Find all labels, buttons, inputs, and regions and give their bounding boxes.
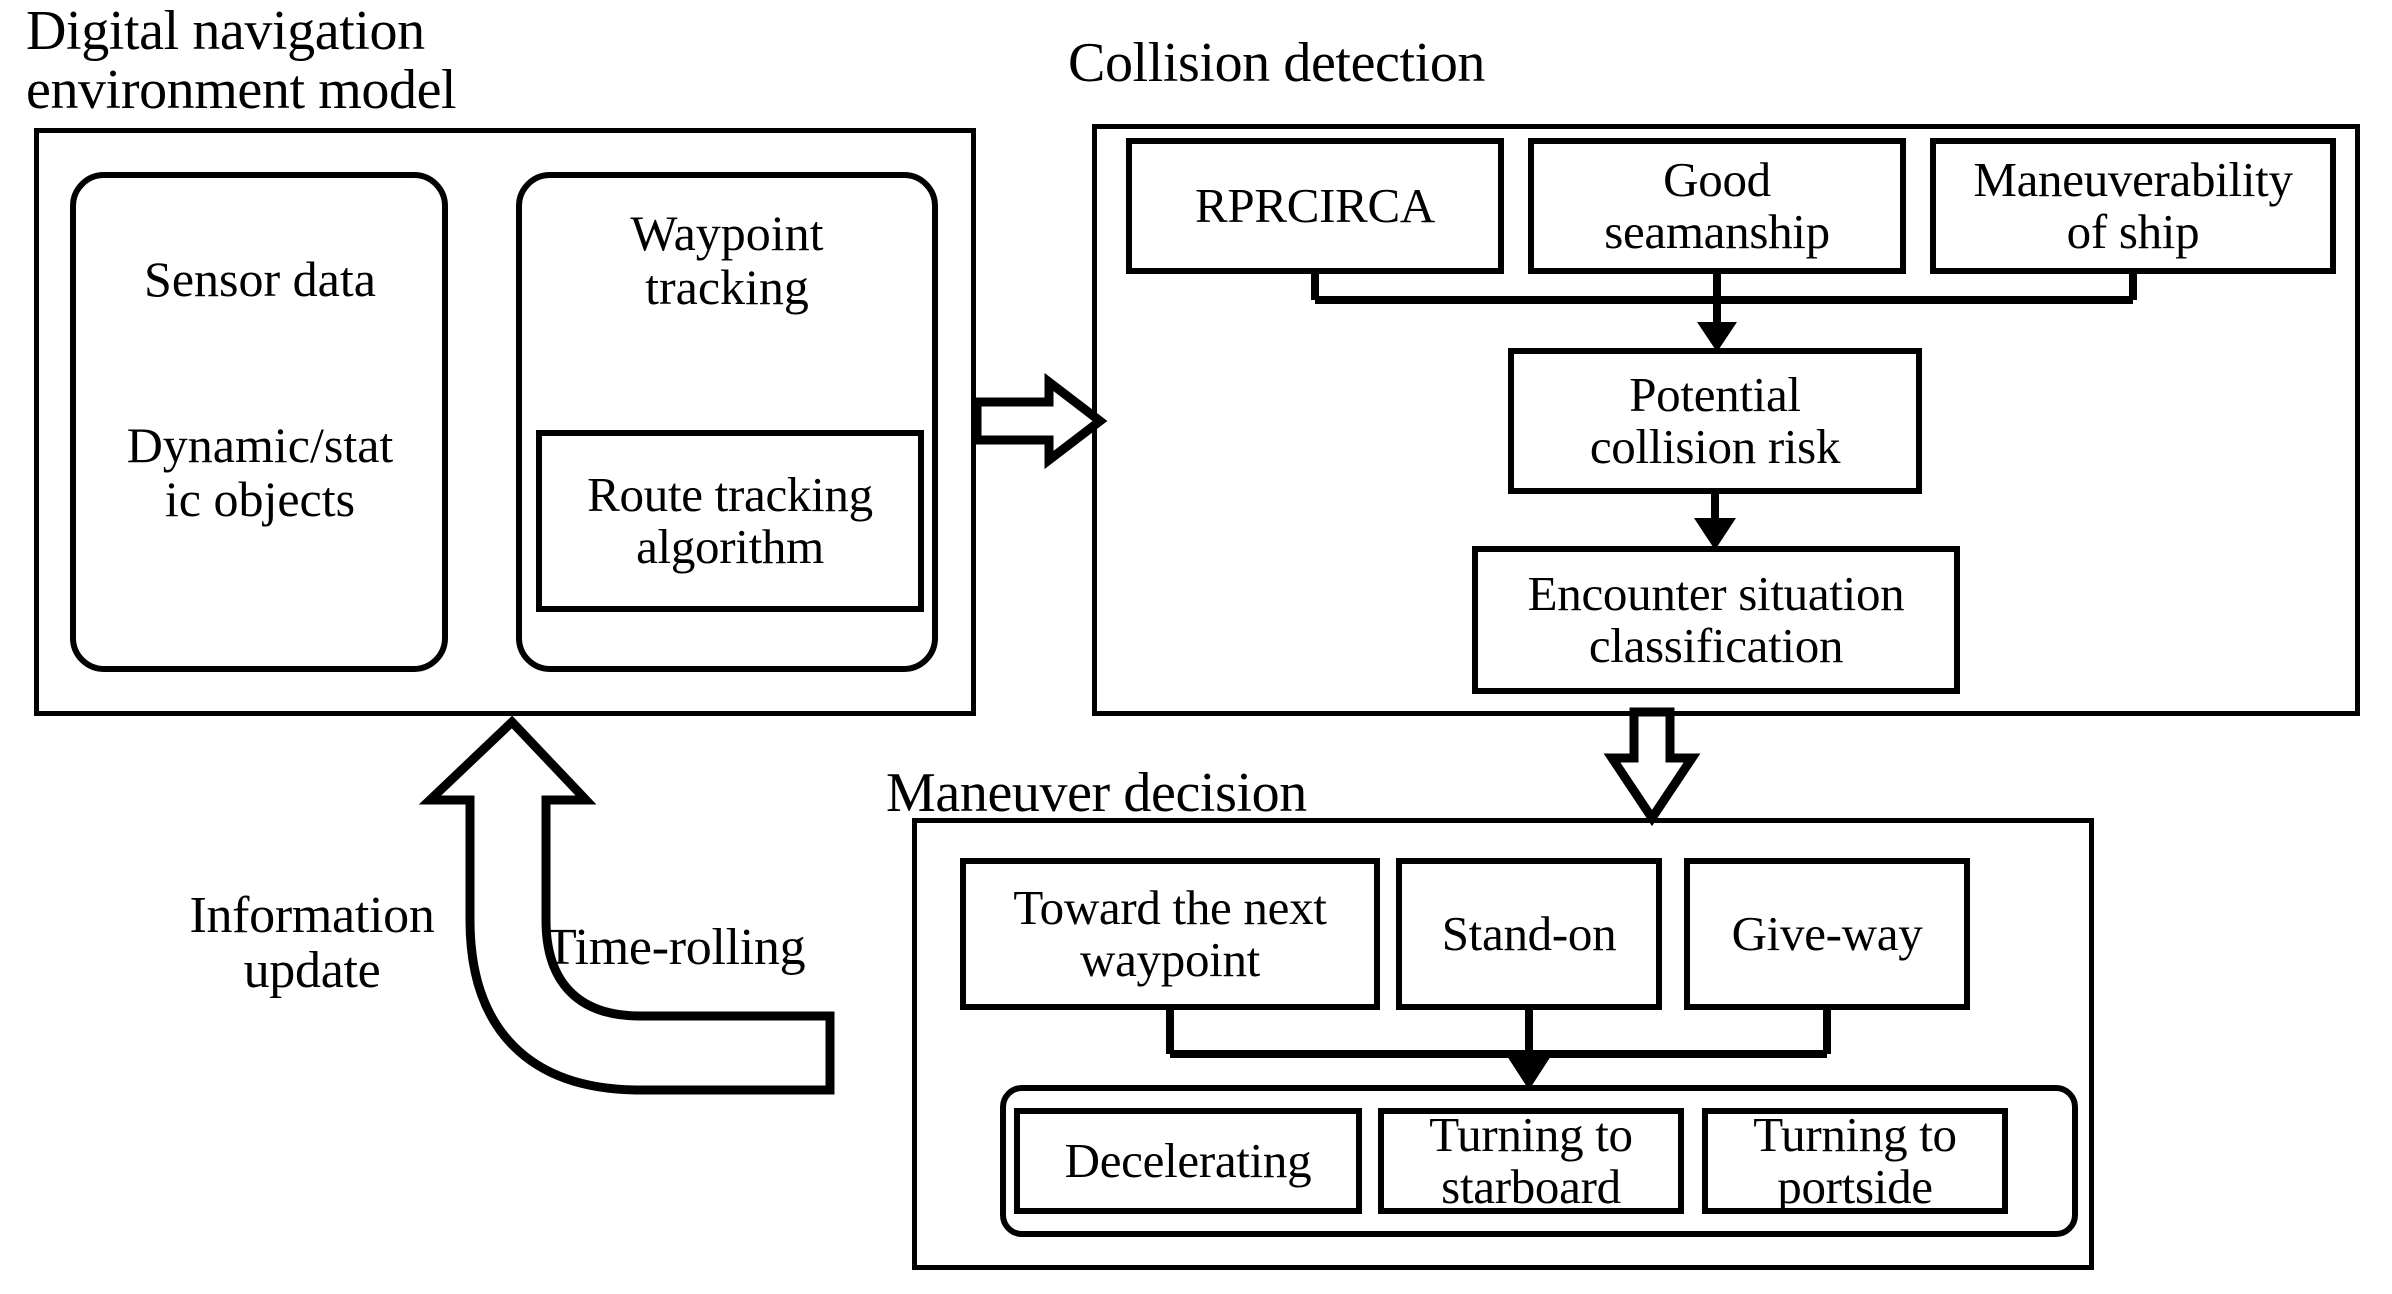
sensor-data-label: Sensor data xyxy=(144,251,376,307)
good-seamanship-label: Good seamanship xyxy=(1604,151,1830,259)
decelerating-box: Decelerating xyxy=(1014,1108,1362,1214)
collision-detection-title: Collision detection xyxy=(1068,32,1486,94)
information-update-label: Information update xyxy=(189,887,435,1000)
time-rolling-label: Time-rolling xyxy=(545,919,806,976)
digital-nav-title: Digital navigation environment model xyxy=(26,0,457,121)
turning-to-starboard-box: Turning to starboard xyxy=(1378,1108,1684,1214)
maneuverability-of-ship-label: Maneuverability of ship xyxy=(1973,151,2293,259)
toward-next-waypoint-label: Toward the next waypoint xyxy=(1013,879,1327,987)
route-tracking-algorithm-label: Route tracking algorithm xyxy=(587,466,873,574)
block-arrow-right-icon xyxy=(972,372,1108,470)
turning-to-portside-box: Turning to portside xyxy=(1702,1108,2008,1214)
stand-on-box: Stand-on xyxy=(1396,858,1662,1010)
give-way-box: Give-way xyxy=(1684,858,1970,1010)
toward-next-waypoint-box: Toward the next waypoint xyxy=(960,858,1380,1010)
maneuver-decision-group xyxy=(912,818,2094,1270)
potential-collision-risk-box: Potential collision risk xyxy=(1508,348,1922,494)
rprcirca-box: RPRCIRCA xyxy=(1126,138,1504,274)
curved-block-arrow-up-icon xyxy=(418,715,835,1095)
turning-to-portside-label: Turning to portside xyxy=(1753,1106,1957,1214)
decelerating-label: Decelerating xyxy=(1064,1132,1312,1188)
give-way-label: Give-way xyxy=(1731,905,1923,961)
encounter-situation-classification-label: Encounter situation classification xyxy=(1527,565,1905,673)
maneuver-decision-title: Maneuver decision xyxy=(886,762,1307,824)
encounter-situation-classification-box: Encounter situation classification xyxy=(1472,546,1960,694)
stand-on-label: Stand-on xyxy=(1441,905,1617,961)
turning-to-starboard-label: Turning to starboard xyxy=(1429,1106,1633,1214)
route-tracking-algorithm-box: Route tracking algorithm xyxy=(536,430,924,612)
dynamic-static-objects-label: Dynamic/stat ic objects xyxy=(126,417,394,527)
maneuverability-of-ship-box: Maneuverability of ship xyxy=(1930,138,2336,274)
rprcirca-label: RPRCIRCA xyxy=(1195,177,1435,233)
block-arrow-down-icon xyxy=(1603,707,1701,827)
waypoint-tracking-heading: Waypoint tracking xyxy=(630,205,824,315)
good-seamanship-box: Good seamanship xyxy=(1528,138,1906,274)
sensor-data-block xyxy=(70,172,448,672)
potential-collision-risk-label: Potential collision risk xyxy=(1589,366,1841,474)
